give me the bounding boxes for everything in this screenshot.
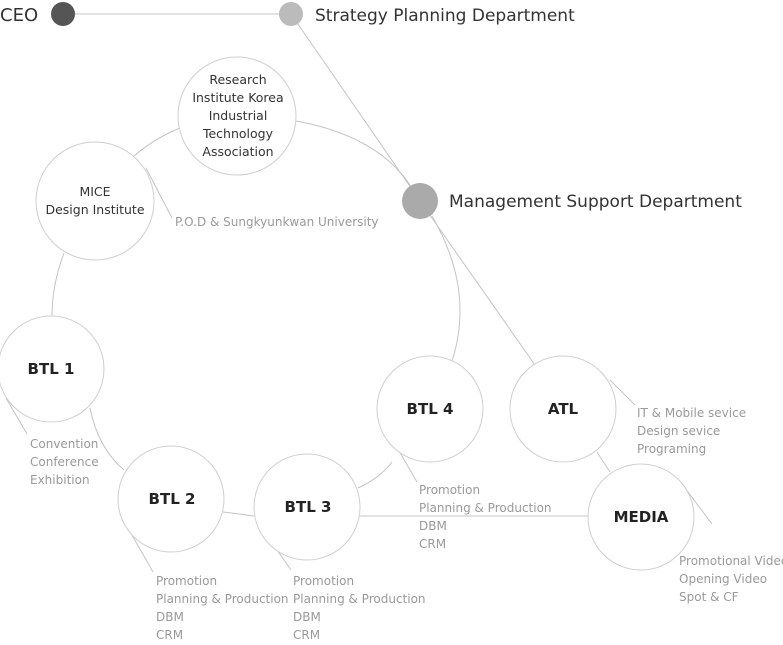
atl-node: [509, 355, 617, 463]
management-label: Management Support Department: [449, 192, 742, 212]
research-node: [177, 56, 297, 176]
btl3-title: BTL 3: [285, 498, 332, 516]
btl4-note-1: Promotion: [419, 483, 480, 497]
btl4-node: [376, 355, 484, 463]
research-line-5: Association: [202, 144, 273, 159]
media-title: MEDIA: [614, 508, 669, 526]
btl4-note-4: CRM: [419, 537, 446, 551]
ring-arc-btl1-mice: [51, 252, 65, 317]
ring-arc-btl4-btl3: [357, 461, 393, 489]
media-note-3: Spot & CF: [679, 590, 739, 604]
btl2-title: BTL 2: [149, 490, 196, 508]
btl4-note-2: Planning & Production: [419, 501, 552, 515]
btl1-title: BTL 1: [28, 360, 75, 378]
media-note-1: Promotional Video: [679, 554, 783, 568]
btl4-title: BTL 4: [407, 400, 454, 418]
btl4-note-3: DBM: [419, 519, 447, 533]
btl1-note-3: Exhibition: [30, 473, 90, 487]
ceo-dot: [51, 2, 75, 26]
atl-title: ATL: [548, 400, 579, 418]
ceo-label: CEO: [0, 5, 38, 26]
btl1-note-1: Convention: [30, 437, 98, 451]
atl-note-leader: [609, 379, 636, 406]
mice-node: [35, 141, 155, 261]
atl-note-3: Programing: [637, 442, 706, 456]
btl2-note-3: DBM: [156, 610, 184, 624]
management-dot: [402, 183, 438, 219]
ring-arc-management-btl4: [431, 215, 461, 362]
btl3-note-3: DBM: [293, 610, 321, 624]
atl-media-line: [596, 451, 611, 473]
research-line-3: Industrial: [209, 108, 268, 123]
btl3-node: [253, 453, 361, 561]
ring-arc-btl2-btl1: [89, 407, 125, 471]
atl-note-1: IT & Mobile sevice: [637, 406, 746, 420]
mice-line-1: MICE: [79, 184, 110, 199]
research-line-4: Technology: [202, 126, 274, 141]
btl1-node: [0, 315, 105, 423]
btl1-note-leader: [5, 397, 28, 435]
mice-line-2: Design Institute: [45, 202, 144, 217]
media-note-2: Opening Video: [679, 572, 767, 586]
btl2-note-1: Promotion: [156, 574, 217, 588]
strategy-dot: [279, 2, 303, 26]
research-line-2: Institute Korea: [192, 90, 283, 105]
media-node: [587, 463, 695, 571]
btl3-note-1: Promotion: [293, 574, 354, 588]
atl-note-2: Design sevice: [637, 424, 720, 438]
strategy-label: Strategy Planning Department: [315, 6, 575, 26]
btl2-note-4: CRM: [156, 628, 183, 642]
btl1-note-2: Conference: [30, 455, 99, 469]
mice-note: P.O.D & Sungkyunkwan University: [175, 215, 379, 229]
ring-arc-btl3-btl2: [222, 511, 255, 517]
btl3-note-2: Planning & Production: [293, 592, 426, 606]
btl3-note-4: CRM: [293, 628, 320, 642]
btl2-node: [117, 445, 225, 553]
research-line-1: Research: [209, 72, 266, 87]
ring-arc-mice-research: [133, 127, 181, 157]
btl2-note-2: Planning & Production: [156, 592, 289, 606]
mice-note-leader: [145, 167, 173, 219]
